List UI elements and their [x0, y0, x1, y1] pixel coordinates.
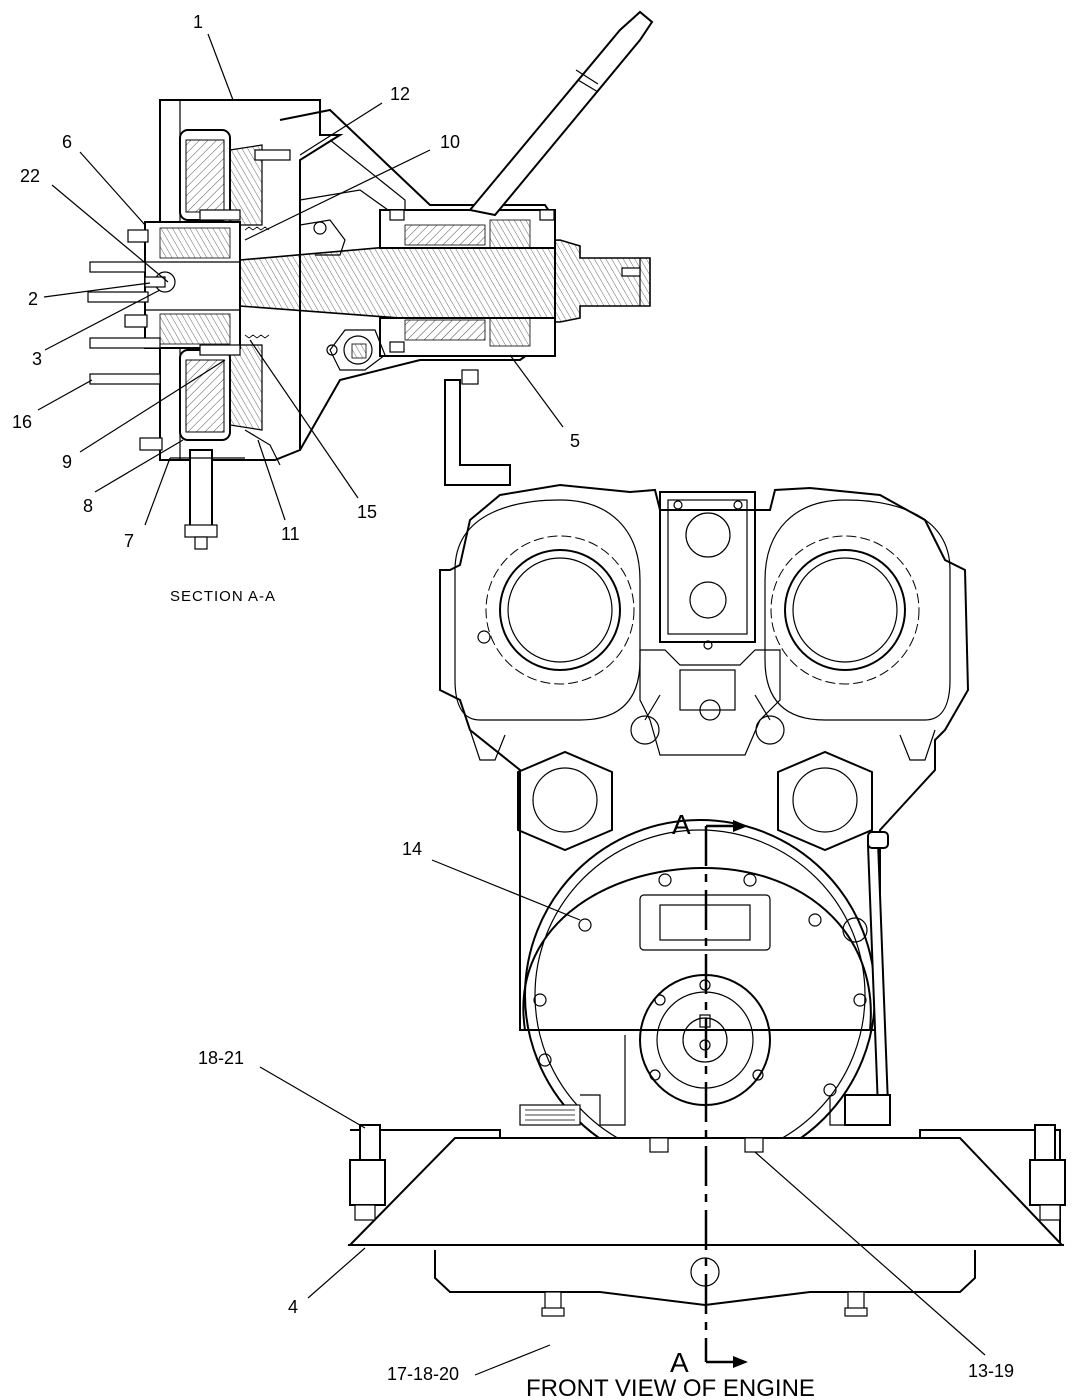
callout-1: 1 [193, 12, 203, 32]
callout-13-19: 13-19 [968, 1361, 1014, 1381]
callout-12: 12 [390, 84, 410, 104]
leader-lines [37, 33, 986, 1376]
section-line [704, 820, 748, 1368]
callout-6: 6 [62, 132, 72, 152]
flywheel-bolts [533, 873, 867, 1097]
callout-14: 14 [402, 839, 422, 859]
section-marker-bottom: A [670, 1347, 689, 1378]
callout-16: 16 [12, 412, 32, 432]
callout-11: 11 [281, 524, 300, 544]
callout-8: 8 [83, 496, 93, 516]
callout-3: 3 [32, 349, 42, 369]
callout-17-18-20: 17-18-20 [387, 1364, 459, 1384]
section-caption: SECTION A-A [170, 588, 276, 605]
view-title: FRONT VIEW OF ENGINE [526, 1375, 815, 1400]
callout-7: 7 [124, 531, 134, 551]
callout-2: 2 [28, 289, 38, 309]
callout-9: 9 [62, 452, 72, 472]
callout-22: 22 [20, 166, 40, 186]
callout-4: 4 [288, 1297, 298, 1317]
callout-15: 15 [357, 502, 377, 522]
section-marker-top: A [672, 809, 691, 840]
section-a-a-drawing [87, 10, 654, 550]
callout-5: 5 [570, 431, 580, 451]
front-view-drawing [347, 483, 1066, 1317]
callout-18-21: 18-21 [198, 1048, 244, 1068]
callout-10: 10 [440, 132, 460, 152]
